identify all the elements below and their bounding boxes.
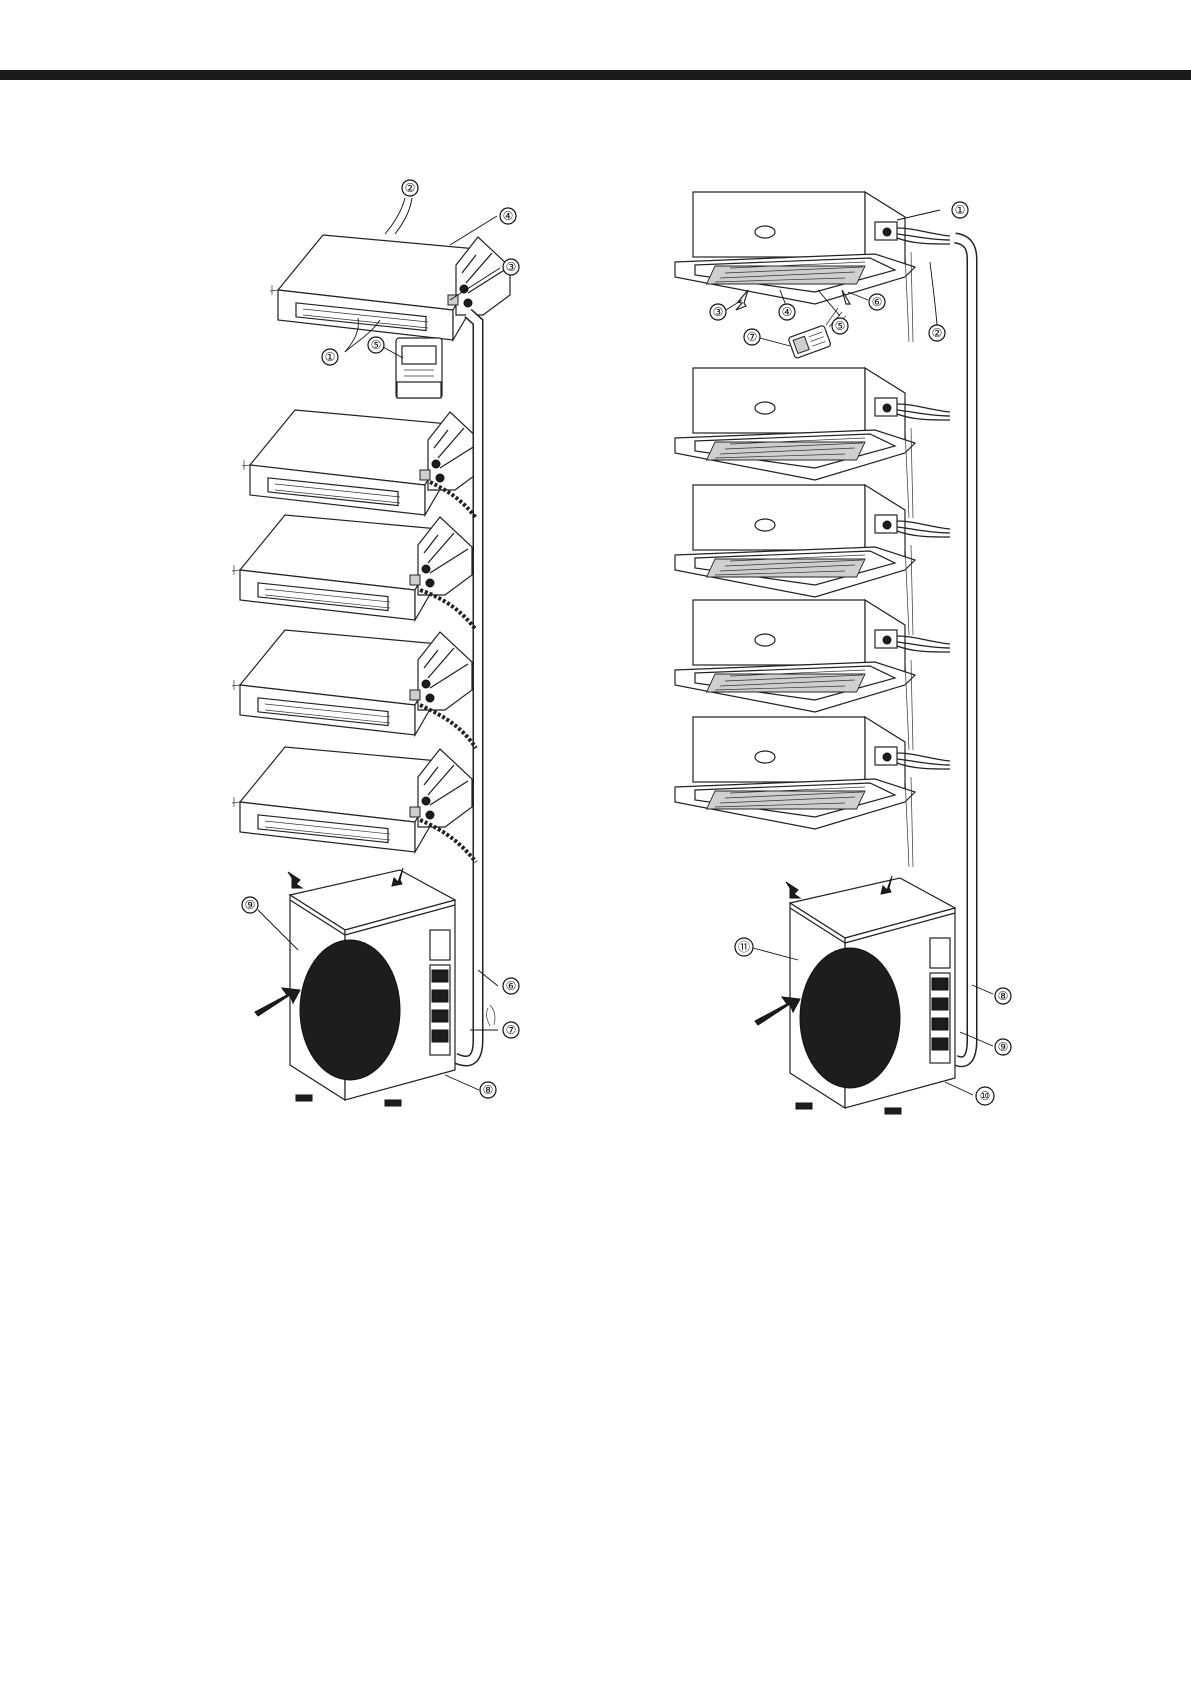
svg-text:④: ④ bbox=[503, 209, 514, 223]
callout-10: ⑩ bbox=[976, 1087, 994, 1105]
callout-2: ② bbox=[929, 325, 945, 341]
callout-9: ⑨ bbox=[242, 897, 258, 913]
svg-text:⑪: ⑪ bbox=[738, 940, 750, 954]
callout-1: ① bbox=[322, 349, 338, 365]
svg-text:⑦: ⑦ bbox=[747, 330, 758, 344]
svg-text:③: ③ bbox=[506, 260, 517, 274]
svg-text:⑤: ⑤ bbox=[371, 338, 382, 352]
duct-unit-icon bbox=[232, 630, 472, 735]
callout-8: ⑧ bbox=[995, 988, 1011, 1004]
callout-9: ⑨ bbox=[995, 1039, 1011, 1055]
svg-text:②: ② bbox=[405, 181, 416, 195]
outdoor-unit-icon bbox=[290, 870, 455, 1106]
callout-6: ⑥ bbox=[503, 978, 519, 994]
svg-text:②: ② bbox=[932, 326, 943, 340]
svg-text:⑩: ⑩ bbox=[980, 1089, 991, 1103]
svg-text:⑦: ⑦ bbox=[506, 1023, 517, 1037]
svg-text:⑧: ⑧ bbox=[998, 989, 1009, 1003]
callout-1: ① bbox=[952, 202, 968, 218]
svg-text:⑨: ⑨ bbox=[245, 898, 256, 912]
callout-4: ④ bbox=[500, 208, 516, 224]
callout-11: ⑪ bbox=[735, 938, 753, 956]
callout-5: ⑤ bbox=[368, 337, 384, 353]
left-system bbox=[232, 198, 510, 1106]
svg-text:⑥: ⑥ bbox=[506, 979, 517, 993]
duct-unit-icon bbox=[232, 515, 472, 620]
duct-unit-icon bbox=[242, 410, 482, 515]
svg-text:⑥: ⑥ bbox=[872, 295, 883, 309]
callout-4: ④ bbox=[779, 304, 795, 320]
callout-6: ⑥ bbox=[869, 294, 885, 310]
outdoor-unit-icon bbox=[790, 878, 955, 1114]
callout-3: ③ bbox=[503, 259, 519, 275]
callout-5: ⑤ bbox=[832, 318, 848, 334]
svg-text:⑨: ⑨ bbox=[998, 1040, 1009, 1054]
svg-text:①: ① bbox=[955, 203, 966, 217]
svg-text:①: ① bbox=[325, 350, 336, 364]
callout-7: ⑦ bbox=[503, 1022, 519, 1038]
callout-8: ⑧ bbox=[480, 1082, 496, 1098]
callout-7: ⑦ bbox=[744, 329, 760, 345]
svg-text:④: ④ bbox=[782, 305, 793, 319]
svg-text:⑤: ⑤ bbox=[835, 319, 846, 333]
callout-2: ② bbox=[402, 180, 418, 196]
duct-unit-icon bbox=[232, 747, 472, 852]
remote-control-icon bbox=[788, 325, 831, 359]
svg-text:⑧: ⑧ bbox=[483, 1083, 494, 1097]
svg-text:③: ③ bbox=[713, 305, 724, 319]
wired-controller-icon bbox=[396, 338, 442, 398]
callout-3: ③ bbox=[710, 304, 726, 320]
